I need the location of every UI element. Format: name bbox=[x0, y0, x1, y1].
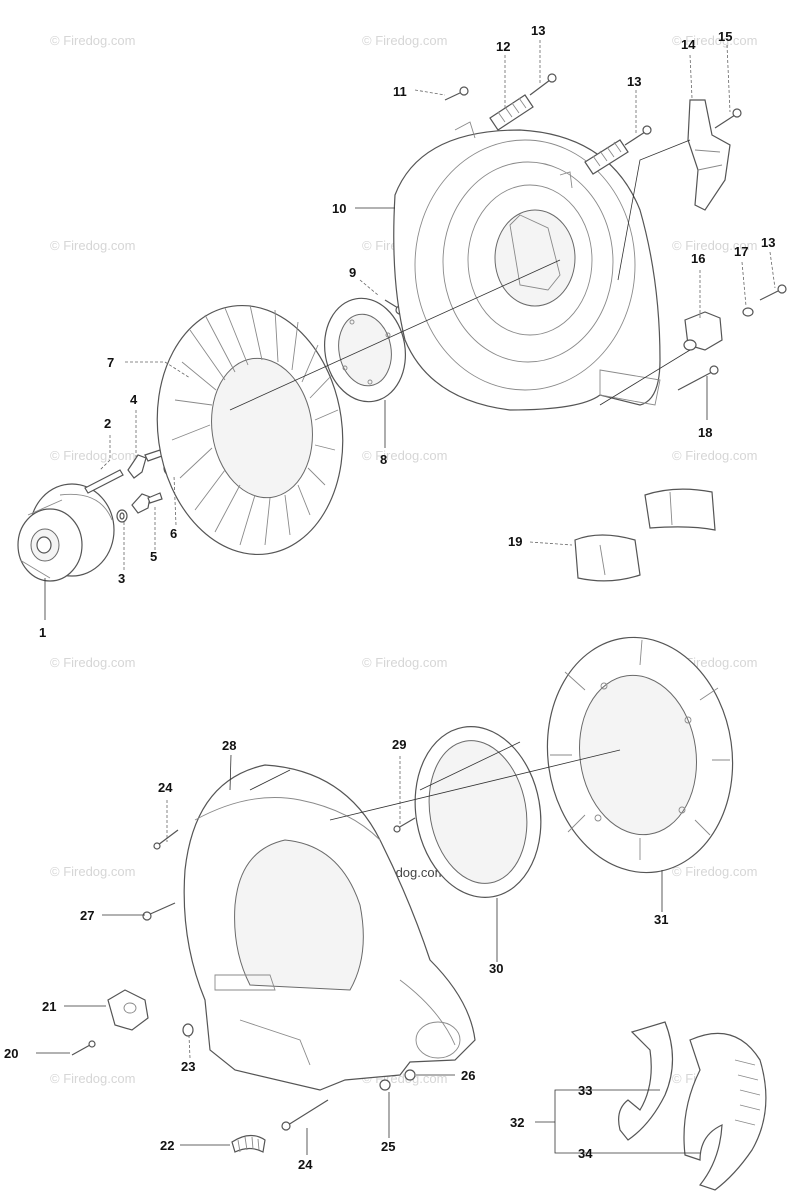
watermark: © Firedog.com bbox=[50, 238, 135, 253]
part-17-washer bbox=[742, 307, 754, 317]
part-18-long-screw bbox=[677, 365, 719, 391]
callout-9: 9 bbox=[349, 265, 356, 280]
part-23-nut bbox=[182, 1023, 194, 1037]
part-24-screw-bottom bbox=[281, 1099, 329, 1131]
part-21-bracket bbox=[107, 989, 149, 1031]
watermark: © Firedog.com bbox=[672, 448, 757, 463]
callout-13-mid: 13 bbox=[627, 74, 641, 89]
part-26-nut bbox=[404, 1069, 416, 1081]
part-5-pawl bbox=[131, 492, 163, 514]
callout-27: 27 bbox=[80, 908, 94, 923]
part-13-spring-mid bbox=[584, 125, 652, 175]
callout-33: 33 bbox=[578, 1083, 592, 1098]
part-1-hub bbox=[17, 483, 115, 582]
part-28-blower-housing bbox=[183, 764, 476, 1091]
watermark: © Firedog.com bbox=[672, 33, 757, 48]
part-31-base-plate bbox=[546, 636, 734, 874]
watermark: © Firedog.com bbox=[672, 864, 757, 879]
callout-1: 1 bbox=[39, 625, 46, 640]
callout-13-top: 13 bbox=[531, 23, 545, 38]
callout-20: 20 bbox=[4, 1046, 18, 1061]
part-22-spring-clip bbox=[231, 1134, 266, 1153]
callout-10: 10 bbox=[332, 201, 346, 216]
callout-2: 2 bbox=[104, 416, 111, 431]
part-13-screw-right bbox=[759, 284, 787, 301]
watermark: © Firedog.com bbox=[362, 448, 447, 463]
part-24-screw-top bbox=[153, 829, 179, 850]
part-3-washer bbox=[116, 509, 128, 523]
part-10-starter-housing bbox=[393, 121, 661, 411]
part-2-pin bbox=[84, 469, 124, 494]
callout-12: 12 bbox=[496, 39, 510, 54]
part-27-screw bbox=[142, 902, 176, 921]
watermark: © Firedog.com bbox=[50, 864, 135, 879]
callout-4: 4 bbox=[130, 392, 138, 407]
part-14-bracket bbox=[687, 99, 731, 211]
part-16-clamp bbox=[683, 311, 723, 351]
part-12-spring bbox=[489, 94, 534, 131]
part-25-nut bbox=[379, 1079, 391, 1091]
part-20-screw bbox=[71, 1040, 96, 1056]
callout-11: 11 bbox=[393, 84, 407, 99]
leader-lines bbox=[36, 40, 776, 1155]
callout-14: 14 bbox=[681, 37, 696, 52]
callout-5: 5 bbox=[150, 549, 157, 564]
callout-21: 21 bbox=[42, 999, 56, 1014]
part-11-screw bbox=[444, 86, 469, 101]
watermark: © Firedog.com bbox=[50, 655, 135, 670]
watermark: © Firedog.com bbox=[362, 33, 447, 48]
callout-28: 28 bbox=[222, 738, 236, 753]
part-13-screw-top bbox=[529, 73, 557, 96]
callout-3: 3 bbox=[118, 571, 125, 586]
callout-23: 23 bbox=[181, 1059, 195, 1074]
callout-17: 17 bbox=[734, 244, 748, 259]
callout-19: 19 bbox=[508, 534, 522, 549]
part-8-ring-plate bbox=[323, 297, 407, 403]
callout-24-bottom: 24 bbox=[298, 1157, 313, 1172]
watermark: © Firedog.com bbox=[50, 448, 135, 463]
callout-32: 32 bbox=[510, 1115, 524, 1130]
callout-22: 22 bbox=[160, 1138, 174, 1153]
callout-15: 15 bbox=[718, 29, 732, 44]
watermark: © Firedog.com bbox=[50, 1071, 135, 1086]
callout-25: 25 bbox=[381, 1139, 395, 1154]
watermark: © Firedog.com bbox=[50, 33, 135, 48]
callout-26: 26 bbox=[461, 1068, 475, 1083]
part-34-handle bbox=[683, 1032, 767, 1191]
callout-13-right: 13 bbox=[761, 235, 775, 250]
callout-labels: 1 2 3 4 5 6 7 8 9 10 11 12 13 13 13 14 1… bbox=[4, 23, 775, 1172]
part-7-fan-wheel bbox=[156, 304, 344, 556]
callout-16: 16 bbox=[691, 251, 705, 266]
part-15-screw bbox=[714, 108, 742, 129]
callout-29: 29 bbox=[392, 737, 406, 752]
watermark: © Firedog.com bbox=[672, 238, 757, 253]
callout-34: 34 bbox=[578, 1146, 593, 1161]
callout-18: 18 bbox=[698, 425, 712, 440]
part-19-guard bbox=[574, 488, 716, 582]
callout-30: 30 bbox=[489, 961, 503, 976]
callout-7: 7 bbox=[107, 355, 114, 370]
callout-31: 31 bbox=[654, 912, 668, 927]
callout-8: 8 bbox=[380, 452, 387, 467]
watermark: © Firedog.com bbox=[362, 655, 447, 670]
part-30-ring bbox=[414, 726, 542, 898]
part-29-screw bbox=[393, 817, 416, 833]
callout-24-top: 24 bbox=[158, 780, 173, 795]
callout-6: 6 bbox=[170, 526, 177, 541]
part-33-trigger bbox=[618, 1021, 674, 1141]
